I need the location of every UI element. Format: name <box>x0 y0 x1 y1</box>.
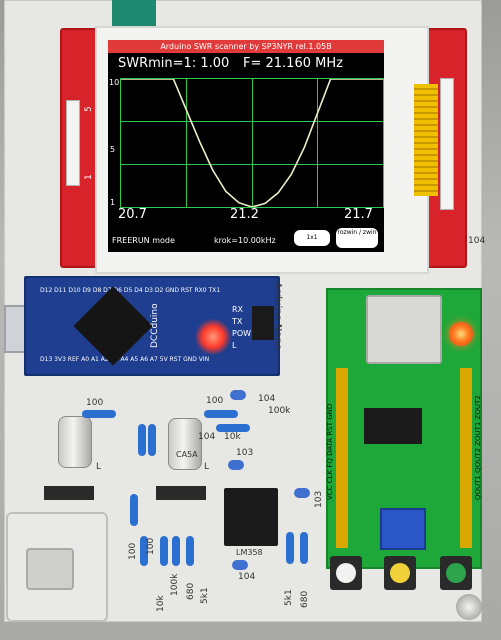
transformer-can-1 <box>58 416 92 468</box>
arduino-nano-board <box>24 276 280 376</box>
swr-curve <box>121 79 383 207</box>
y-tick-10: 10 <box>109 78 120 87</box>
resistor <box>186 536 194 566</box>
resistor <box>300 532 308 564</box>
transformer-can-2 <box>168 418 202 470</box>
grid-line-v <box>186 79 187 207</box>
silk-680: 680 <box>186 582 196 600</box>
silk-100b: 100 <box>206 396 224 406</box>
arduino-bottom-pins: D13 3V3 REF A0 A1 A2 A3 A4 A5 A6 A7 5V R… <box>40 356 210 363</box>
arduino-top-pins: D12 D11 D10 D9 D8 D7 D6 D5 D4 D3 D2 GND … <box>40 287 221 294</box>
silk-103-b: 103 <box>314 490 324 508</box>
expand-button[interactable]: rozwin / zwin <box>336 228 378 248</box>
y-tick-5: 5 <box>110 145 116 154</box>
trim-potentiometer[interactable] <box>380 508 426 550</box>
pins-can-2 <box>156 486 206 500</box>
x-tick-20-7: 20.7 <box>118 207 147 222</box>
silk-lm358: LM358 <box>236 548 263 557</box>
crystal-oscillator <box>366 295 442 364</box>
silk-5k1-b: 5k1 <box>284 589 294 606</box>
silk-tft-104: 104 <box>468 236 486 246</box>
lm358-opamp <box>224 488 278 546</box>
pow-label: POW <box>232 329 252 338</box>
silk-100c: 100 <box>128 542 138 560</box>
grid-line-v <box>317 79 318 207</box>
resistor <box>286 532 294 564</box>
resistor <box>160 536 168 566</box>
swr-plot <box>120 78 384 208</box>
silk-100k-b: 100k <box>170 573 180 596</box>
silk-10k-a: 10k <box>224 432 241 442</box>
zoom-button[interactable]: 1x1 <box>294 230 330 246</box>
silk-5k1: 5k1 <box>200 587 210 604</box>
l-label: L <box>232 341 237 350</box>
resistor <box>82 410 116 418</box>
resistor <box>216 424 250 432</box>
step-label: krok=10.00kHz <box>214 236 276 245</box>
swr-curve-svg <box>121 79 383 207</box>
silk-104b: 104 <box>198 432 216 442</box>
antenna-jack-socket[interactable] <box>26 548 74 590</box>
capacitor <box>294 488 310 498</box>
silk-100d: 100 <box>146 537 156 555</box>
x-tick-21-7: 21.7 <box>344 207 373 222</box>
silk-104c: 104 <box>238 572 256 582</box>
screen-header: Arduino SWR scanner by SP3NYR rel.1.05B <box>108 40 384 53</box>
pins-can-1 <box>44 486 94 500</box>
dccduino-brand: DCCduino <box>150 303 160 348</box>
silk-104a: 104 <box>258 394 276 404</box>
frequency-readout: F= 21.160 MHz <box>243 56 343 71</box>
grid-line-v <box>252 79 253 207</box>
silk-l1: L <box>96 462 102 472</box>
ribbon-cable <box>112 0 156 26</box>
silk-103: 103 <box>236 448 254 458</box>
capacitor <box>228 460 244 470</box>
mode-label: FREERUN mode <box>112 236 175 245</box>
push-button-1-cap[interactable] <box>336 563 356 583</box>
arduino-nano-silk: Arduino Nano <box>272 282 283 350</box>
resistor <box>130 494 138 526</box>
ad9850-chip <box>364 408 422 444</box>
capacitor <box>232 560 248 570</box>
swr-readout: SWRmin=1: 1.00 <box>118 56 230 71</box>
push-button-3-cap[interactable] <box>446 563 466 583</box>
arduino-status-leds <box>195 318 231 356</box>
silk-100k: 100k <box>268 406 291 416</box>
resistor <box>138 424 146 456</box>
icsp-header <box>252 306 274 340</box>
resistor <box>148 424 156 456</box>
tx-label: TX <box>232 317 243 326</box>
dds-right-pin-labels: QOUT1 QOUT2 ZOUT1 ZOUT2 <box>474 395 482 500</box>
tft-flex-connector <box>414 84 438 196</box>
resistor <box>140 536 148 566</box>
x-tick-21-2: 21.2 <box>230 207 259 222</box>
dds-left-pin-labels: VCC CLK FQ DATA RST GND <box>326 403 334 500</box>
silk-can2: CA5A <box>176 450 198 459</box>
push-button-2-cap[interactable] <box>390 563 410 583</box>
silk-680-b: 680 <box>300 590 310 608</box>
tft-left-header <box>66 100 80 186</box>
y-tick-1: 1 <box>110 198 116 207</box>
silk-10k-b: 10k <box>156 595 166 612</box>
tft-right-header <box>440 78 454 210</box>
dds-right-header <box>460 368 472 548</box>
tft-screen: Arduino SWR scanner by SP3NYR rel.1.05B … <box>108 40 384 252</box>
rx-label: RX <box>232 305 244 314</box>
resistor <box>172 536 180 566</box>
silk-100a: 100 <box>86 398 104 408</box>
silk-tft-5: 5 <box>84 106 94 112</box>
silk-tft-1: 1 <box>84 174 94 180</box>
dds-left-header <box>336 368 348 548</box>
mounting-screw <box>456 594 482 620</box>
resistor <box>204 410 238 418</box>
dds-power-led <box>449 322 473 346</box>
silk-l2: L <box>204 462 210 472</box>
capacitor <box>230 390 246 400</box>
